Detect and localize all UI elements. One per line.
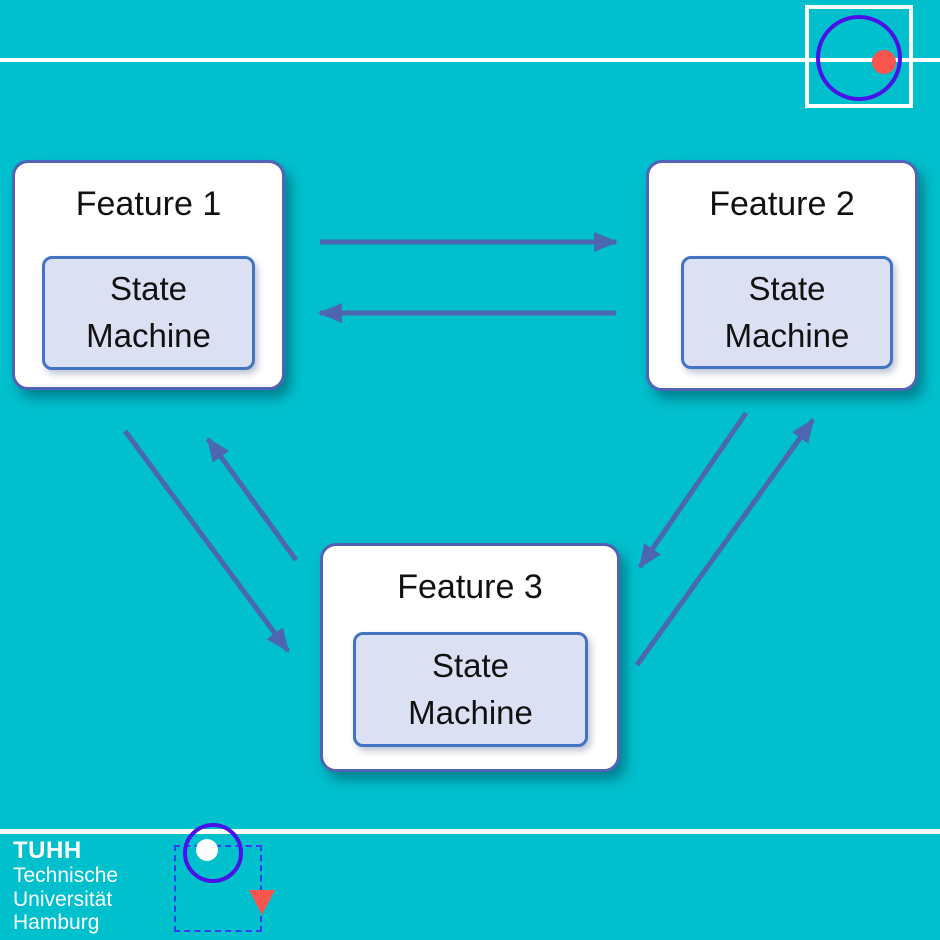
arrow-f2-to-f3 (637, 411, 749, 569)
annotation-circle-icon (816, 15, 902, 101)
pointer-dot-icon (872, 50, 896, 74)
tuhh-logo-line-1: Technische (13, 864, 119, 887)
feature-3-state-machine-box: State Machine (353, 632, 588, 747)
arrow-f3-to-f1 (205, 437, 299, 562)
cursor-triangle-icon (249, 890, 275, 915)
bottom-separator-line (0, 829, 940, 834)
tuhh-logo-acronym: TUHH (13, 837, 82, 864)
pointer-dot-white-icon (196, 839, 218, 861)
annotation-frame (805, 5, 913, 108)
tuhh-logo-line-3: Hamburg (13, 911, 100, 934)
feature-1-title: Feature 1 (75, 185, 222, 223)
feature-1-state-machine-box: State Machine (42, 256, 255, 370)
arrow-f1-to-f3 (122, 429, 291, 653)
feature-3-box: Feature 3 State Machine (320, 543, 620, 772)
top-separator-line (0, 58, 940, 62)
feature-3-title: Feature 3 (397, 568, 543, 606)
arrow-f3-to-f2 (634, 418, 816, 667)
tuhh-logo: TUHH Technische Universität Hamburg (13, 838, 118, 935)
tuhh-logo-line-2: Universität (13, 887, 113, 911)
feature-2-box: Feature 2 State Machine (646, 160, 918, 391)
feature-2-state-machine-box: State Machine (681, 256, 893, 369)
feature-2-title: Feature 2 (709, 185, 855, 223)
feature-1-box: Feature 1 State Machine (12, 160, 285, 390)
annotation-circle-icon-bottom (183, 823, 243, 883)
